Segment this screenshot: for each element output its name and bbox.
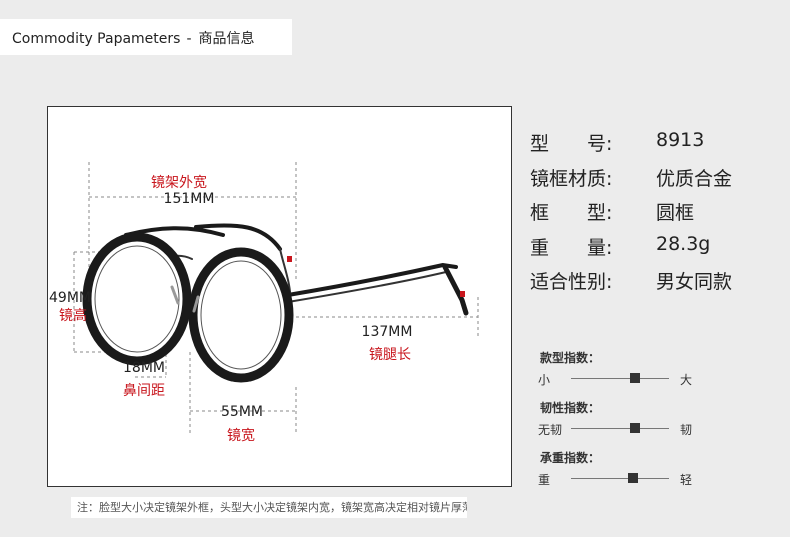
gauge-knob	[629, 373, 640, 383]
index-gauges: 款型指数： 小 大 韧性指数： 无韧 韧 承重指数： 重 轻	[538, 349, 738, 499]
spec-value: 男女同款	[656, 271, 733, 293]
section-header: Commodity Papameters-商品信息	[0, 19, 292, 55]
header-title-cn: 商品信息	[198, 31, 255, 47]
temple-length-label: 镜腿长	[369, 347, 411, 363]
gauge-min-label: 重	[538, 473, 551, 487]
gauge-toughness: 韧性指数： 无韧 韧	[538, 399, 738, 449]
gauge-min-label: 无韧	[538, 423, 563, 437]
bridge-label: 鼻间距	[123, 383, 165, 399]
footnote: 注：脸型大小决定镜架外框，头型大小决定镜架内宽，镜架宽高决定相对镜片厚薄	[71, 497, 467, 518]
gauge-max-label: 韧	[680, 423, 693, 437]
lens-width-label: 镜宽	[227, 428, 255, 444]
lens-height-value: 49MM	[49, 290, 91, 306]
spec-value: 28.3g	[656, 232, 711, 255]
spec-label: 镜框材质:	[530, 167, 613, 190]
gauge-max-label: 大	[680, 373, 693, 387]
gauge-title: 韧性指数：	[540, 401, 601, 415]
spec-label: 适合性别:	[530, 271, 613, 293]
spec-label: 型 号:	[530, 133, 613, 155]
spec-label: 框 型:	[530, 202, 613, 224]
product-photo: 镜架外宽 151MM 49MM 镜高 137MM 镜腿长 18MM 鼻间距 55…	[47, 106, 512, 487]
gauge-track	[571, 428, 669, 429]
header-title: Commodity Papameters-商品信息	[12, 28, 255, 48]
gauge-track	[571, 478, 669, 479]
gauge-style: 款型指数： 小 大	[538, 349, 738, 399]
gauge-track	[571, 378, 669, 379]
header-title-en: Commodity Papameters	[12, 31, 181, 47]
lens-height-label: 镜高	[59, 308, 87, 324]
glasses-frame	[82, 223, 469, 383]
spec-value: 优质合金	[656, 167, 733, 190]
spec-label: 重 量:	[530, 236, 613, 259]
bridge-value: 18MM	[123, 360, 165, 376]
gauge-knob	[627, 473, 638, 483]
gauge-knob	[629, 423, 640, 433]
spec-value: 圆框	[656, 202, 695, 224]
header-separator: -	[186, 31, 192, 47]
gauge-title: 款型指数：	[540, 351, 601, 365]
frame-width-label: 镜架外宽	[151, 175, 207, 191]
frame-width-value: 151MM	[163, 191, 215, 207]
gauge-title: 承重指数：	[540, 451, 601, 465]
temple-length-value: 137MM	[361, 324, 413, 340]
lens-width-value: 55MM	[221, 404, 263, 420]
spec-value: 8913	[656, 129, 705, 151]
glasses-illustration	[73, 162, 479, 435]
gauge-max-label: 轻	[680, 473, 693, 487]
gauge-min-label: 小	[538, 373, 551, 387]
gauge-weight: 承重指数： 重 轻	[538, 449, 738, 499]
